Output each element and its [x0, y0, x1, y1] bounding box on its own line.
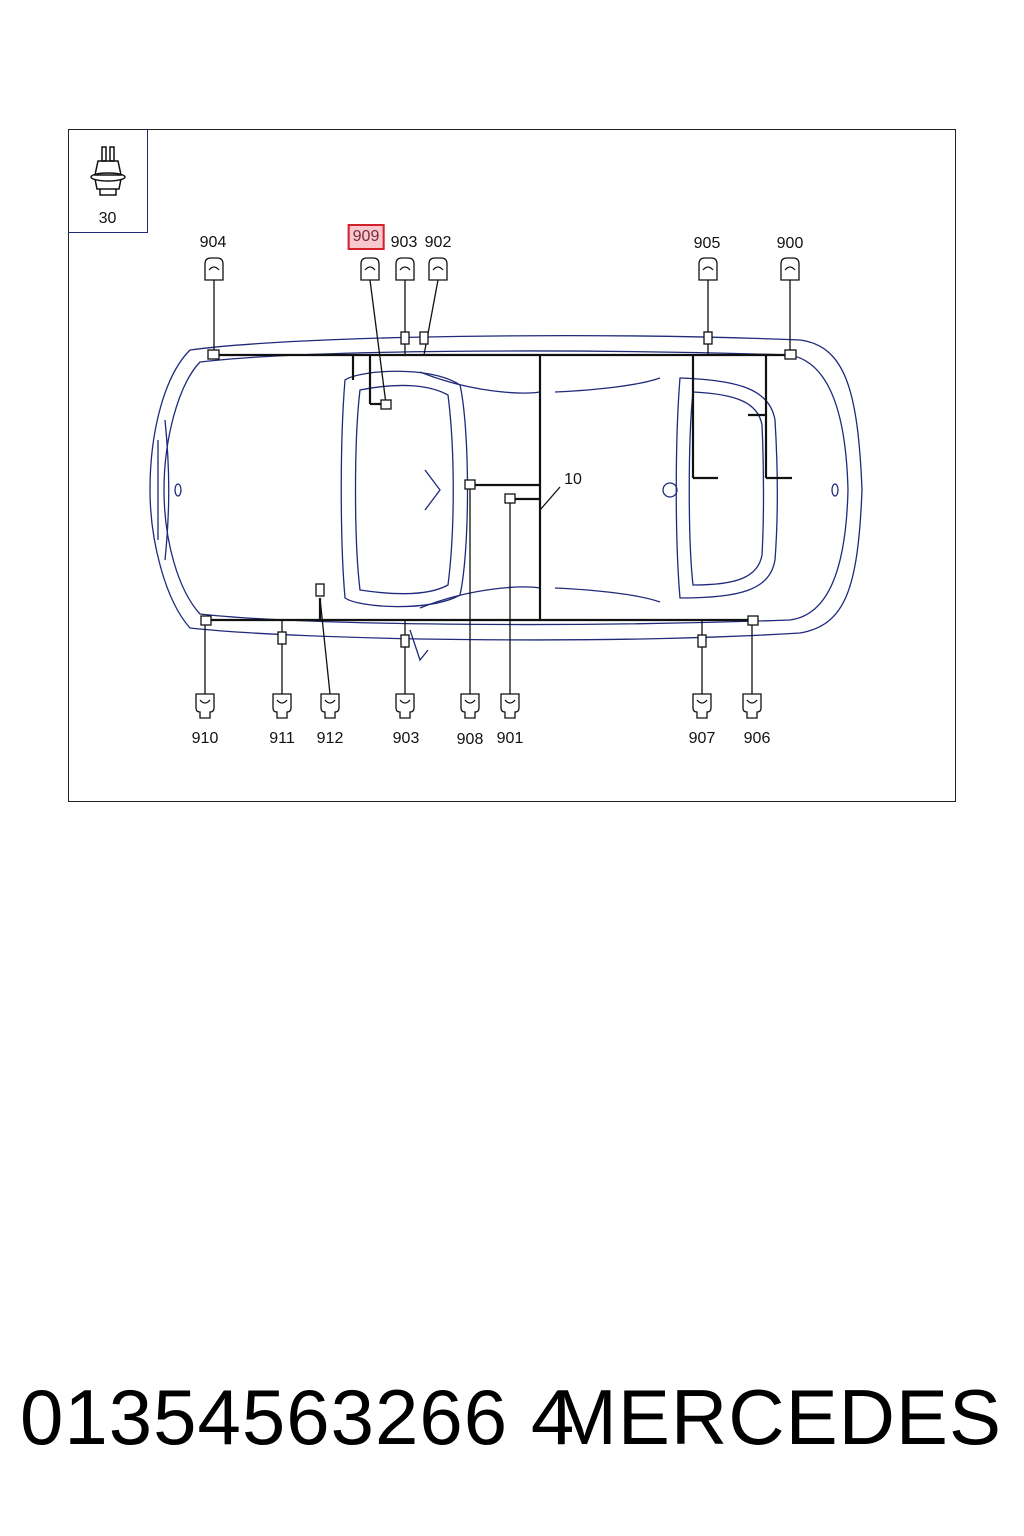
- connector-plug-icon: [90, 146, 126, 196]
- callout-907-bottom: 907: [688, 730, 716, 747]
- car-wiring-diagram: [149, 257, 863, 719]
- car-outline: [149, 335, 863, 662]
- callout-909-highlight[interactable]: 909: [347, 224, 385, 250]
- part-number: 01354563266 4: [20, 1373, 576, 1461]
- callout-900-top: 900: [776, 235, 804, 252]
- connector-icon: [320, 693, 340, 719]
- connector-icon: [360, 257, 380, 281]
- harness-wires: [205, 353, 792, 622]
- connector-icons-top: [204, 257, 800, 281]
- callout-910-bottom: 910: [191, 730, 219, 747]
- connector-icon: [395, 693, 415, 719]
- callout-901-bottom: 901: [496, 730, 524, 747]
- connector-icon: [500, 693, 520, 719]
- connector-icon: [395, 257, 415, 281]
- footer: 01354563266 4 MERCEDES: [0, 1372, 1024, 1472]
- connector-inset: 30: [68, 129, 148, 233]
- diagram-frame: [68, 129, 956, 802]
- connector-icon: [780, 257, 800, 281]
- connector-icon: [428, 257, 448, 281]
- callout-905-top: 905: [693, 235, 721, 252]
- drop-wires: [204, 279, 791, 695]
- splice-points: [200, 331, 797, 648]
- callout-908-bottom: 908: [456, 731, 484, 748]
- callout-10: 10: [564, 471, 582, 488]
- connector-icon: [272, 693, 292, 719]
- connector-icon: [692, 693, 712, 719]
- callout-906-bottom: 906: [743, 730, 771, 747]
- brand-name: MERCEDES: [551, 1373, 1002, 1461]
- callout-911-bottom: 911: [269, 730, 295, 747]
- connector-icon: [460, 693, 480, 719]
- connector-icon: [742, 693, 762, 719]
- callout-903-top: 903: [390, 234, 418, 251]
- callout-904-top: 904: [199, 234, 227, 251]
- connector-icon: [204, 257, 224, 281]
- connector-icon: [698, 257, 718, 281]
- connector-icon: [195, 693, 215, 719]
- inset-label: 30: [98, 210, 117, 227]
- callout-903-bottom: 903: [392, 730, 420, 747]
- callout-912-bottom: 912: [316, 730, 344, 747]
- connector-icons-bottom: [195, 693, 762, 719]
- callout-902-top: 902: [424, 234, 452, 251]
